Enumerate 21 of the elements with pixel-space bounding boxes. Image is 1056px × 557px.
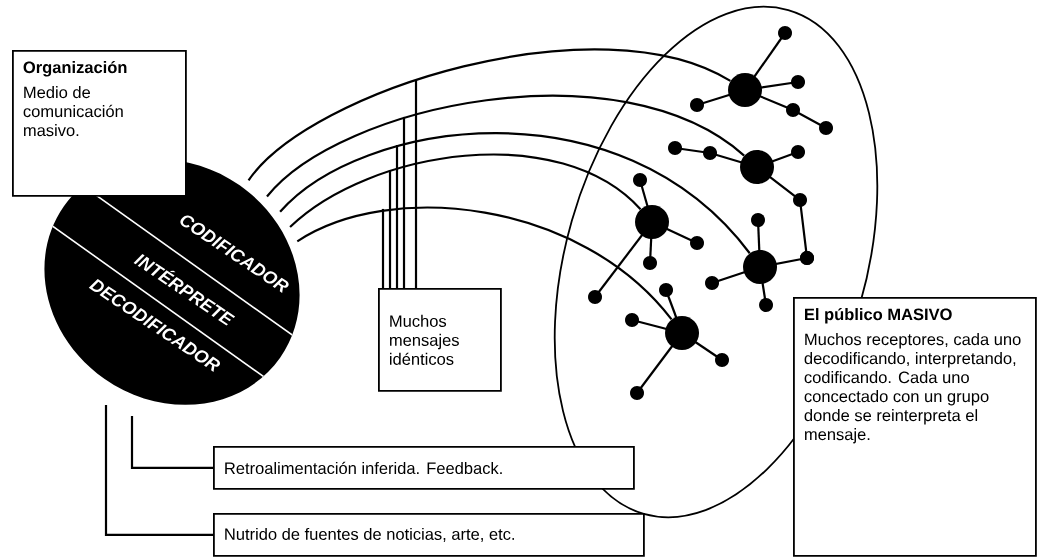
source-box: Nutrido de fuentes de noticias, arte, etc. bbox=[213, 513, 645, 557]
message-line bbox=[289, 153, 642, 228]
message-line bbox=[296, 206, 673, 321]
receiver-dot bbox=[635, 205, 669, 239]
leader-line bbox=[381, 208, 385, 288]
leader-line bbox=[395, 145, 399, 288]
receiver-dot bbox=[728, 73, 762, 107]
message-line bbox=[266, 95, 745, 198]
receiver-dot bbox=[743, 250, 777, 284]
feedback-box: Retroalimentación inferida. Feedback. bbox=[213, 446, 635, 490]
leader-line bbox=[388, 169, 392, 288]
connector-line bbox=[130, 416, 213, 469]
connector-line bbox=[104, 405, 213, 536]
audience-box: El público MASIVO Muchos receptores, cada uno decodificando, interpretando, codificando. Cada uno concectado con un grupo donde se reinterpreta el mensaje. bbox=[793, 297, 1037, 557]
leader-line bbox=[414, 80, 418, 288]
message-box: Muchos mensajes idénticos bbox=[378, 288, 502, 392]
receiver-dot bbox=[665, 316, 699, 350]
receiver-dot bbox=[740, 150, 774, 184]
leader-line bbox=[402, 116, 406, 288]
message-line bbox=[279, 132, 751, 254]
message-line bbox=[247, 48, 731, 182]
